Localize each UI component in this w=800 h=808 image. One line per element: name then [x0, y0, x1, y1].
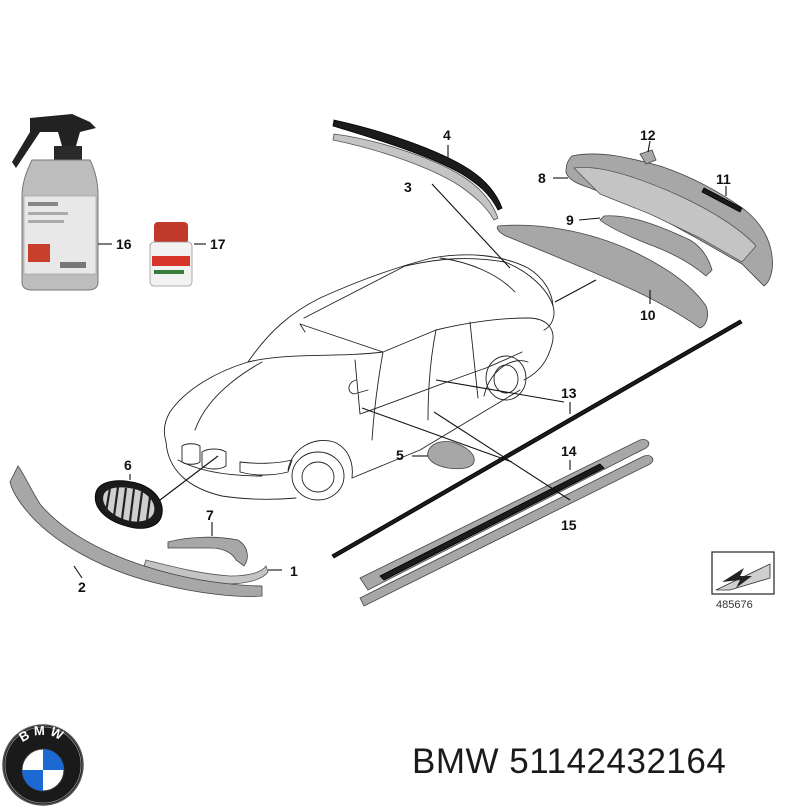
callout-15: 15: [561, 517, 577, 533]
part-10-diffuser: [496, 224, 708, 329]
logo-letters: BMW: [16, 723, 65, 745]
view-direction-arrow-icon: [711, 551, 775, 595]
part-8-rear-bumper: [565, 153, 773, 287]
callout-7: 7: [206, 507, 214, 523]
part-6-kidney-grille: [94, 480, 163, 529]
part-16-spray-bottle: [12, 114, 99, 291]
part-3-spoiler: [332, 133, 499, 221]
part-number: 51142432164: [509, 742, 727, 781]
callout-4: 4: [443, 127, 451, 143]
callout-10: 10: [640, 307, 656, 323]
part-15-side-skirt: [359, 455, 654, 607]
callout-14: 14: [561, 443, 577, 459]
leader-lines: [73, 140, 727, 579]
callout-5: 5: [396, 447, 404, 463]
part-4-spoiler-trim: [332, 119, 503, 211]
brand-name: BMW: [412, 742, 500, 781]
callout-11: 11: [716, 171, 731, 187]
part-5-mirror-cap: [427, 441, 475, 470]
part-number-caption: BMW 51142432164: [412, 742, 726, 782]
part-9-diffuser-trim: [599, 215, 713, 277]
callout-8: 8: [538, 170, 546, 186]
part-14-side-skirt: [359, 439, 650, 591]
callout-13: 13: [561, 385, 577, 401]
svg-text:BMW: BMW: [16, 723, 69, 745]
callout-3: 3: [404, 179, 412, 195]
part-11-strip: [701, 187, 743, 213]
callout-2: 2: [78, 579, 86, 595]
part-13-sill-trim: [331, 319, 743, 559]
callout-17: 17: [210, 236, 226, 252]
callout-12: 12: [640, 127, 656, 143]
bmw-roundel-icon: BMW: [2, 723, 84, 806]
callout-9: 9: [566, 212, 574, 228]
part-17-primer-jar: [149, 222, 193, 287]
part-7-corner-trim: [167, 536, 248, 567]
diagram-reference-number: 485676: [716, 599, 753, 611]
callout-6: 6: [124, 457, 132, 473]
callout-numbers: 1 2 3 4 5 6 7 8 9 10 11 12 13 14 15 16 1…: [78, 127, 731, 595]
part-2-front-spoiler: [9, 465, 263, 597]
callout-16: 16: [116, 236, 132, 252]
car-outline: [163, 254, 555, 501]
callout-1: 1: [290, 563, 298, 579]
